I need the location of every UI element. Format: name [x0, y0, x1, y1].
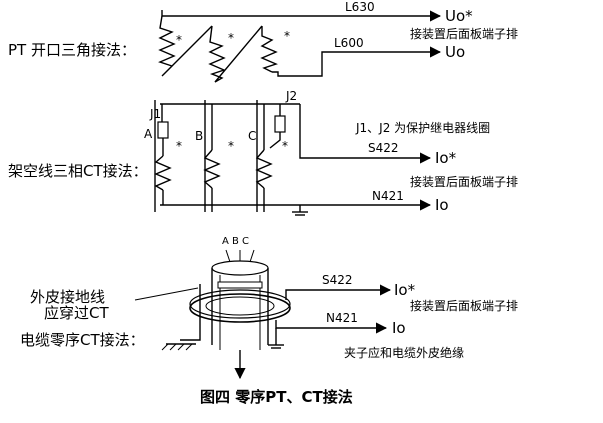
pt-polarity-1: * — [176, 33, 182, 47]
sheath-clamp — [217, 281, 263, 289]
pt-bottom-wire — [272, 46, 442, 77]
cable-ground-note-1: 外皮接地线 — [30, 288, 105, 306]
cable-wire-top-label: S422 — [322, 273, 353, 287]
ct-wire-bottom-label: N421 — [372, 189, 404, 203]
ct-coil-a — [154, 155, 172, 191]
ct-terminal-note: 接装置后面板端子排 — [410, 174, 518, 189]
relay-j1-label: J1 — [149, 107, 161, 121]
pt-polarity-2: * — [228, 31, 234, 45]
cable-title: 电缆零序CT接法： — [20, 331, 145, 349]
ct-title: 架空线三相CT接法： — [8, 162, 148, 180]
cable-ground-note-2: 应穿过CT — [44, 304, 109, 322]
relay-note: J1、J2 为保护继电器线圈 — [355, 121, 490, 135]
ct-out-bottom: Io — [435, 196, 449, 214]
ct-out-top: Io* — [435, 149, 457, 167]
relay-j2 — [274, 115, 286, 133]
phase-b-label: B — [195, 129, 203, 143]
pt-winding-1 — [158, 15, 213, 77]
pt-section: PT 开口三角接法： L630 Uo* 接装置后面板端子排 * * * L600… — [8, 0, 518, 83]
ct-polarity-b: * — [228, 139, 234, 153]
cable-top-wire — [285, 284, 392, 300]
pt-out-bottom: Uo — [445, 43, 465, 61]
zero-sequence-ct — [189, 293, 291, 323]
pt-wire-bottom-label: L600 — [334, 36, 364, 50]
ct-coil-c — [255, 149, 273, 189]
ct-j2-lead2 — [269, 132, 281, 149]
ground-hatch-4 — [185, 343, 193, 351]
phase-a-label: A — [144, 127, 153, 141]
cable-section: 外皮接地线 应穿过CT 电缆零序CT接法： A B C S422 Io* N42 — [20, 236, 518, 380]
pt-wire-top-label: L630 — [345, 0, 375, 14]
cable-phases-label: A B C — [222, 236, 249, 247]
ct-section: 架空线三相CT接法： N421 Io J1 A * B * C * — [8, 89, 518, 216]
cable-top — [211, 260, 269, 276]
sheath-ground-wire — [180, 284, 201, 341]
ct-top-wire — [299, 104, 432, 164]
zero-sequence-ct-top — [189, 289, 291, 319]
zero-sequence-ct-inner — [205, 296, 275, 316]
pt-polarity-3: * — [284, 29, 290, 43]
phase-c-label: C — [248, 129, 256, 143]
pt-winding-3 — [260, 26, 278, 73]
ground-hatch-1 — [161, 343, 169, 351]
figure-caption: 图四 零序PT、CT接法 — [200, 388, 353, 406]
ct-wire-top-label: S422 — [368, 141, 399, 155]
clamp-note: 夹子应和电缆外皮绝缘 — [344, 345, 464, 360]
pt-terminal-note: 接装置后面板端子排 — [410, 26, 518, 41]
relay-j2-label: J2 — [285, 89, 297, 103]
cable-wire-bottom-label: N421 — [326, 311, 358, 325]
cable-out-bottom: Io — [392, 319, 406, 337]
relay-j1 — [157, 121, 169, 139]
pt-title: PT 开口三角接法： — [8, 41, 136, 59]
cable-terminal-note: 接装置后面板端子排 — [410, 298, 518, 313]
cable-lead-c — [249, 249, 255, 263]
ground-hatch-3 — [177, 343, 185, 351]
cable-out-top: Io* — [394, 281, 416, 299]
ct-polarity-a: * — [176, 139, 182, 153]
pt-out-top: Uo* — [445, 7, 473, 25]
pt-winding-2 — [208, 25, 263, 83]
ct-polarity-c: * — [282, 139, 288, 153]
pt-top-wire — [161, 10, 442, 22]
cable-lead-a — [225, 249, 231, 263]
ground-note-leader — [134, 287, 199, 301]
ground-hatch-2 — [169, 343, 177, 351]
ct-coil-b — [203, 149, 221, 189]
